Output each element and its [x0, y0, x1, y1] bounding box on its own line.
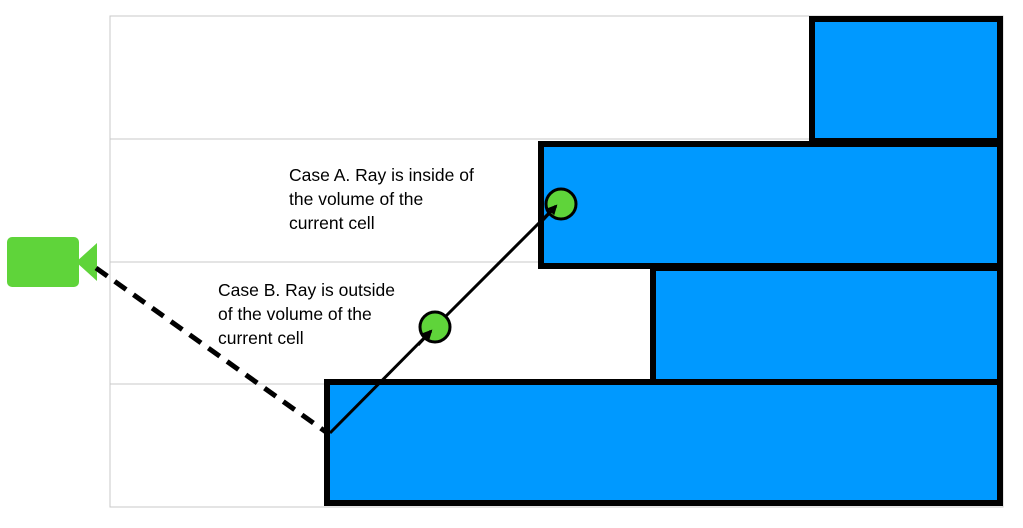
- annotation-case-a-line: the volume of the: [289, 189, 424, 209]
- arrow-tip-case-b: [416, 329, 433, 347]
- annotation-case-b-line: current cell: [218, 328, 304, 348]
- annotation-case-a: Case A. Ray is inside of the volume of t…: [289, 163, 474, 235]
- annotation-case-b-line: Case B. Ray is outside: [218, 280, 396, 300]
- sample-point-case-a: [544, 187, 578, 221]
- cell-volume-row-2: [538, 141, 1003, 269]
- cell-volume-row-4: [324, 379, 1003, 506]
- annotation-case-a-line: current cell: [289, 213, 375, 233]
- annotation-case-a-line: Case A. Ray is inside of: [289, 165, 474, 185]
- ray-segment-to-case-b: [328, 328, 434, 435]
- cell-volume-row-1: [809, 16, 1003, 144]
- camera-ray-dashed: [94, 265, 328, 435]
- annotation-case-b: Case B. Ray is outside of the volume of …: [218, 278, 395, 350]
- ray-segment-to-case-a: [430, 204, 558, 332]
- arrow-tip-case-a: [541, 204, 558, 222]
- annotation-case-b-line: of the volume of the: [218, 304, 372, 324]
- cell-volumes: [324, 16, 1003, 506]
- cell-volume-row-3: [650, 265, 1003, 386]
- video-camera-icon: [7, 237, 97, 287]
